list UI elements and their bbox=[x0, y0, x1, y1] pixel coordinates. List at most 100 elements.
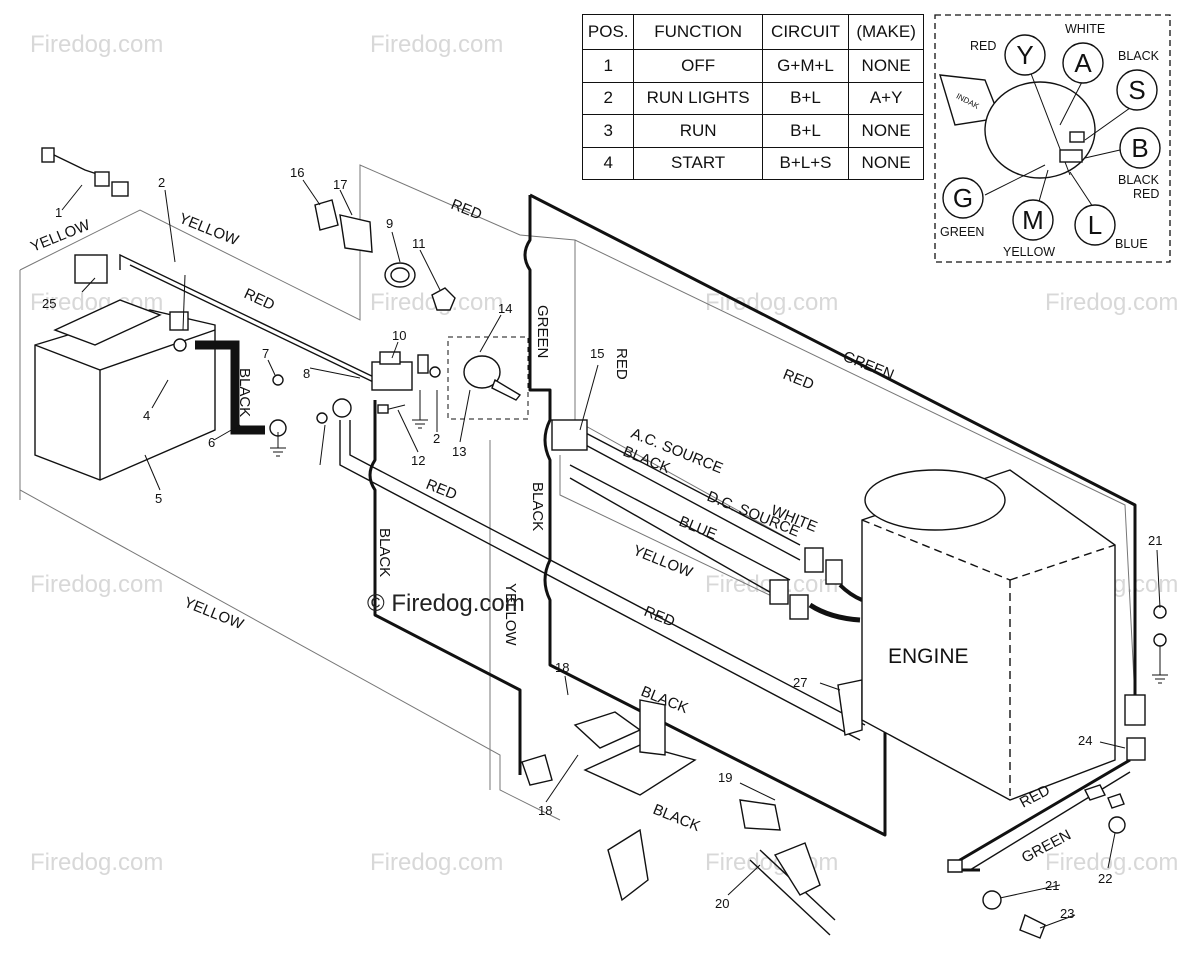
engine-label: ENGINE bbox=[888, 645, 969, 668]
terminal-a: A bbox=[1074, 48, 1092, 78]
table-row: 1 OFF G+M+L NONE bbox=[581, 49, 924, 83]
wire-label: YELLOW bbox=[177, 210, 242, 249]
watermark: Firedog.com bbox=[1045, 849, 1178, 876]
part-number: 24 bbox=[1078, 733, 1092, 748]
terminal-y: Y bbox=[1016, 40, 1033, 70]
battery bbox=[34, 254, 287, 481]
part-number: 23 bbox=[1060, 906, 1074, 921]
wire-label: RED bbox=[642, 603, 678, 631]
table-row: 2 RUN LIGHTS B+L A+Y bbox=[581, 81, 924, 115]
part-number: 21 bbox=[1045, 878, 1059, 893]
wire-label: RED bbox=[449, 196, 485, 224]
color-black: BLACK bbox=[1118, 49, 1160, 63]
watermark: Firedog.com bbox=[30, 571, 163, 598]
wire-label: YELLOW bbox=[182, 594, 247, 633]
wire-label: RED bbox=[424, 476, 460, 504]
engine: ENGINE bbox=[861, 469, 1116, 801]
cell-pos: 3 bbox=[581, 114, 635, 148]
cell-make: A+Y bbox=[848, 81, 924, 115]
wire-label: BLACK bbox=[651, 801, 703, 835]
wire-label: GREEN bbox=[841, 348, 897, 384]
part-number: 11 bbox=[412, 236, 426, 251]
header-pos: POS. bbox=[581, 14, 635, 50]
watermark: Firedog.com bbox=[1045, 289, 1178, 316]
color-red: RED bbox=[970, 39, 996, 53]
cell-make: NONE bbox=[848, 146, 924, 180]
color-yellow: YELLOW bbox=[1003, 245, 1055, 259]
part-number: 25 bbox=[42, 296, 56, 311]
table-header-row: POS. FUNCTION CIRCUIT (MAKE) bbox=[581, 14, 924, 50]
part-number: 8 bbox=[303, 366, 310, 381]
cell-pos: 1 bbox=[581, 49, 635, 83]
cell-pos: 4 bbox=[581, 146, 635, 180]
part-number: 2 bbox=[433, 431, 440, 446]
terminal-g: G bbox=[953, 183, 973, 213]
part-number: 18 bbox=[538, 803, 552, 818]
part-number: 7 bbox=[262, 346, 269, 361]
watermark: Firedog.com bbox=[30, 849, 163, 876]
cell-make: NONE bbox=[848, 114, 924, 148]
wire-label: GREEN bbox=[534, 305, 551, 358]
wire-label: BLUE bbox=[677, 513, 720, 543]
watermark: Firedog.com bbox=[705, 849, 838, 876]
part-number: 15 bbox=[590, 346, 604, 361]
watermark: Firedog.com bbox=[370, 849, 503, 876]
terminal-l: L bbox=[1088, 210, 1102, 240]
color-green: GREEN bbox=[940, 225, 984, 239]
cell-function: RUN bbox=[633, 114, 763, 148]
key-switch-inset: INDAK Y A S B G M L RED WHITE BLACK BLAC… bbox=[934, 14, 1171, 263]
color-black-red-red: RED bbox=[1133, 187, 1159, 201]
wire-label: RED bbox=[241, 285, 277, 314]
wire-label: YELLOW bbox=[502, 583, 519, 646]
part-number: 17 bbox=[333, 177, 347, 192]
part-number: 21 bbox=[1148, 533, 1162, 548]
terminal-b: B bbox=[1131, 133, 1148, 163]
part-number: 13 bbox=[452, 444, 466, 459]
wire-label: BLACK bbox=[236, 368, 253, 417]
cell-circuit: G+M+L bbox=[761, 49, 850, 83]
cell-pos: 2 bbox=[581, 81, 635, 115]
wire-label: BLACK bbox=[529, 482, 546, 531]
cell-function: RUN LIGHTS bbox=[633, 81, 763, 115]
part-number: 19 bbox=[718, 770, 732, 785]
watermark: Firedog.com bbox=[370, 31, 503, 58]
part-number: 4 bbox=[143, 408, 150, 423]
wire-label: RED bbox=[613, 348, 630, 380]
header-make: (MAKE) bbox=[848, 14, 924, 50]
color-white: WHITE bbox=[1065, 22, 1105, 36]
part-number: 9 bbox=[386, 216, 393, 231]
part-number: 2 bbox=[158, 175, 165, 190]
cell-circuit: B+L bbox=[761, 81, 850, 115]
color-black-red-black: BLACK bbox=[1118, 173, 1160, 187]
part-number: 14 bbox=[498, 301, 512, 316]
wire-label: YELLOW bbox=[631, 542, 696, 581]
part-number: 16 bbox=[290, 165, 304, 180]
part-number: 22 bbox=[1098, 871, 1112, 886]
cell-function: START bbox=[633, 146, 763, 180]
cell-function: OFF bbox=[633, 49, 763, 83]
color-blue: BLUE bbox=[1115, 237, 1148, 251]
header-function: FUNCTION bbox=[633, 14, 763, 50]
part-number: 12 bbox=[411, 453, 425, 468]
watermark-main: © Firedog.com bbox=[367, 590, 525, 617]
header-circuit: CIRCUIT bbox=[761, 14, 850, 50]
part-number: 1 bbox=[55, 205, 62, 220]
wire-label: BLACK bbox=[376, 528, 393, 577]
part-number: 27 bbox=[793, 675, 807, 690]
terminal-m: M bbox=[1022, 205, 1044, 235]
main-harness bbox=[368, 193, 1137, 837]
table-row: 4 START B+L+S NONE bbox=[581, 146, 924, 180]
part-callouts: 1 2 2 4 5 6 7 8 9 10 11 12 13 14 15 16 1… bbox=[42, 165, 1162, 929]
watermark: Firedog.com bbox=[705, 289, 838, 316]
part-number: 10 bbox=[392, 328, 406, 343]
ignition-switch-table: POS. FUNCTION CIRCUIT (MAKE) 1 OFF G+M+L… bbox=[581, 14, 924, 180]
cell-circuit: B+L+S bbox=[761, 146, 850, 180]
table-row: 3 RUN B+L NONE bbox=[581, 114, 924, 148]
part-number: 18 bbox=[555, 660, 569, 675]
part-number: 20 bbox=[715, 896, 729, 911]
components bbox=[41, 147, 1168, 939]
part-number: 5 bbox=[155, 491, 162, 506]
part-number: 6 bbox=[208, 435, 215, 450]
watermark: Firedog.com bbox=[30, 31, 163, 58]
